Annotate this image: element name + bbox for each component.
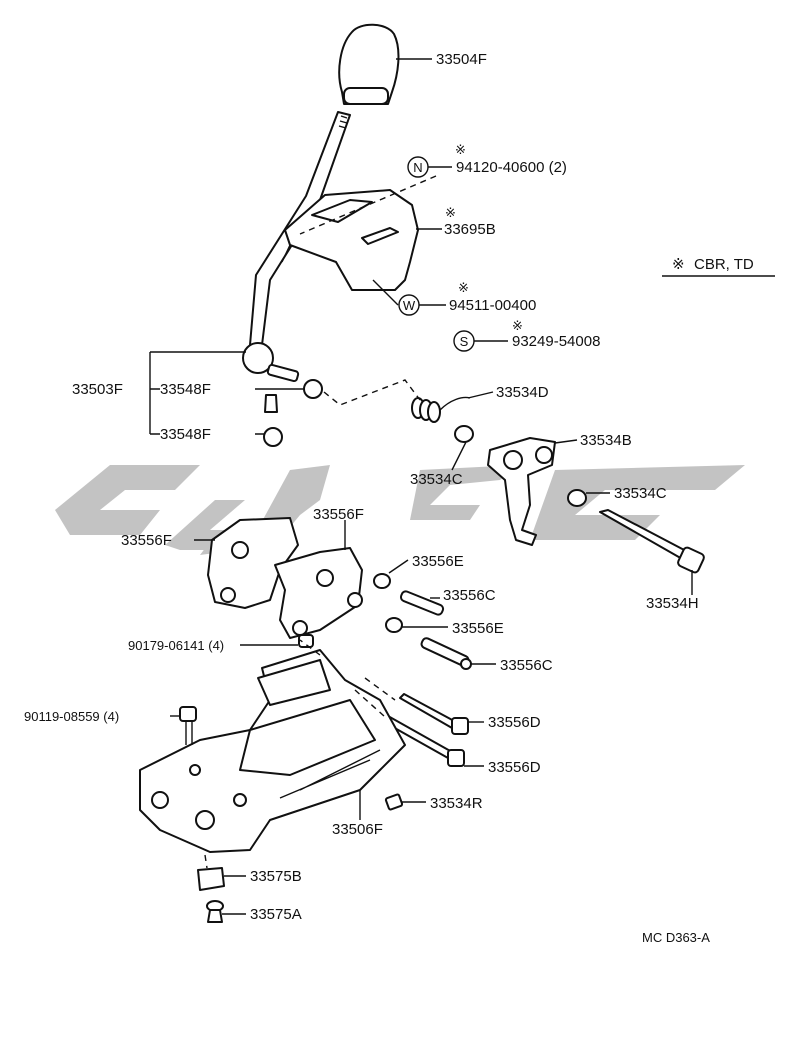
label-33534C-left: 33534C <box>410 471 463 488</box>
label-90179: 90179-06141 (4) <box>128 638 224 653</box>
shift-base <box>139 649 406 853</box>
grommet-and-stud <box>197 867 225 923</box>
label-94120: 94120-40600 (2) <box>456 159 567 176</box>
label-33506F: 33506F <box>332 821 383 838</box>
screw-marker: S <box>460 334 469 349</box>
label-90119: 90119-08559 (4) <box>24 709 119 724</box>
lever-studs <box>263 363 323 447</box>
label-33534R: 33534R <box>430 795 483 812</box>
part-labels: 33504F 94120-40600 (2) 33695B 94511-0040… <box>24 51 699 923</box>
label-33556C-upper: 33556C <box>443 587 496 604</box>
shift-knob <box>338 23 400 105</box>
label-33504F: 33504F <box>436 51 487 68</box>
spring <box>411 396 471 423</box>
label-33556D-lower: 33556D <box>488 759 541 776</box>
star-marker: ※ <box>512 318 523 333</box>
label-33556F-top: 33556F <box>313 506 364 523</box>
label-33556F-left: 33556F <box>121 532 172 549</box>
label-33556C-lower: 33556C <box>500 657 553 674</box>
label-33575B: 33575B <box>250 868 302 885</box>
label-33575A: 33575A <box>250 906 302 923</box>
nut-marker: N <box>413 160 422 175</box>
star-marker: ※ <box>458 280 469 295</box>
label-33548F-lower: 33548F <box>160 426 211 443</box>
label-33556E-upper: 33556E <box>412 553 464 570</box>
legend-text: CBR, TD <box>694 256 754 273</box>
label-94511: 94511-00400 <box>449 297 536 314</box>
diagram-code: MC D363-A <box>642 930 710 945</box>
label-33556D-upper: 33556D <box>488 714 541 731</box>
label-33503F: 33503F <box>72 381 123 398</box>
callout-markers: N W S ※ ※ ※ ※ <box>398 142 523 352</box>
pins-and-bushings <box>373 573 472 670</box>
label-33534H: 33534H <box>646 595 699 612</box>
label-93249: 93249-54008 <box>512 333 600 350</box>
washer-marker: W <box>403 298 416 313</box>
label-33534C-right: 33534C <box>614 485 667 502</box>
leader-lines <box>149 58 693 915</box>
label-33695B: 33695B <box>444 221 496 238</box>
brackets-33556F <box>207 517 363 639</box>
shift-indicator-housing <box>281 189 419 291</box>
legend-mark: ※ <box>672 256 685 273</box>
bushings <box>454 425 587 507</box>
fasteners <box>179 634 404 811</box>
star-marker: ※ <box>455 142 466 157</box>
star-marker: ※ <box>445 205 456 220</box>
label-33534B: 33534B <box>580 432 632 449</box>
label-33556E-lower: 33556E <box>452 620 504 637</box>
long-bolt <box>599 509 705 574</box>
legend: ※ CBR, TD <box>662 256 775 277</box>
bolts-33556D <box>383 693 469 767</box>
selector-lever <box>487 437 556 546</box>
label-33548F-upper: 33548F <box>160 381 211 398</box>
label-33534D: 33534D <box>496 384 549 401</box>
